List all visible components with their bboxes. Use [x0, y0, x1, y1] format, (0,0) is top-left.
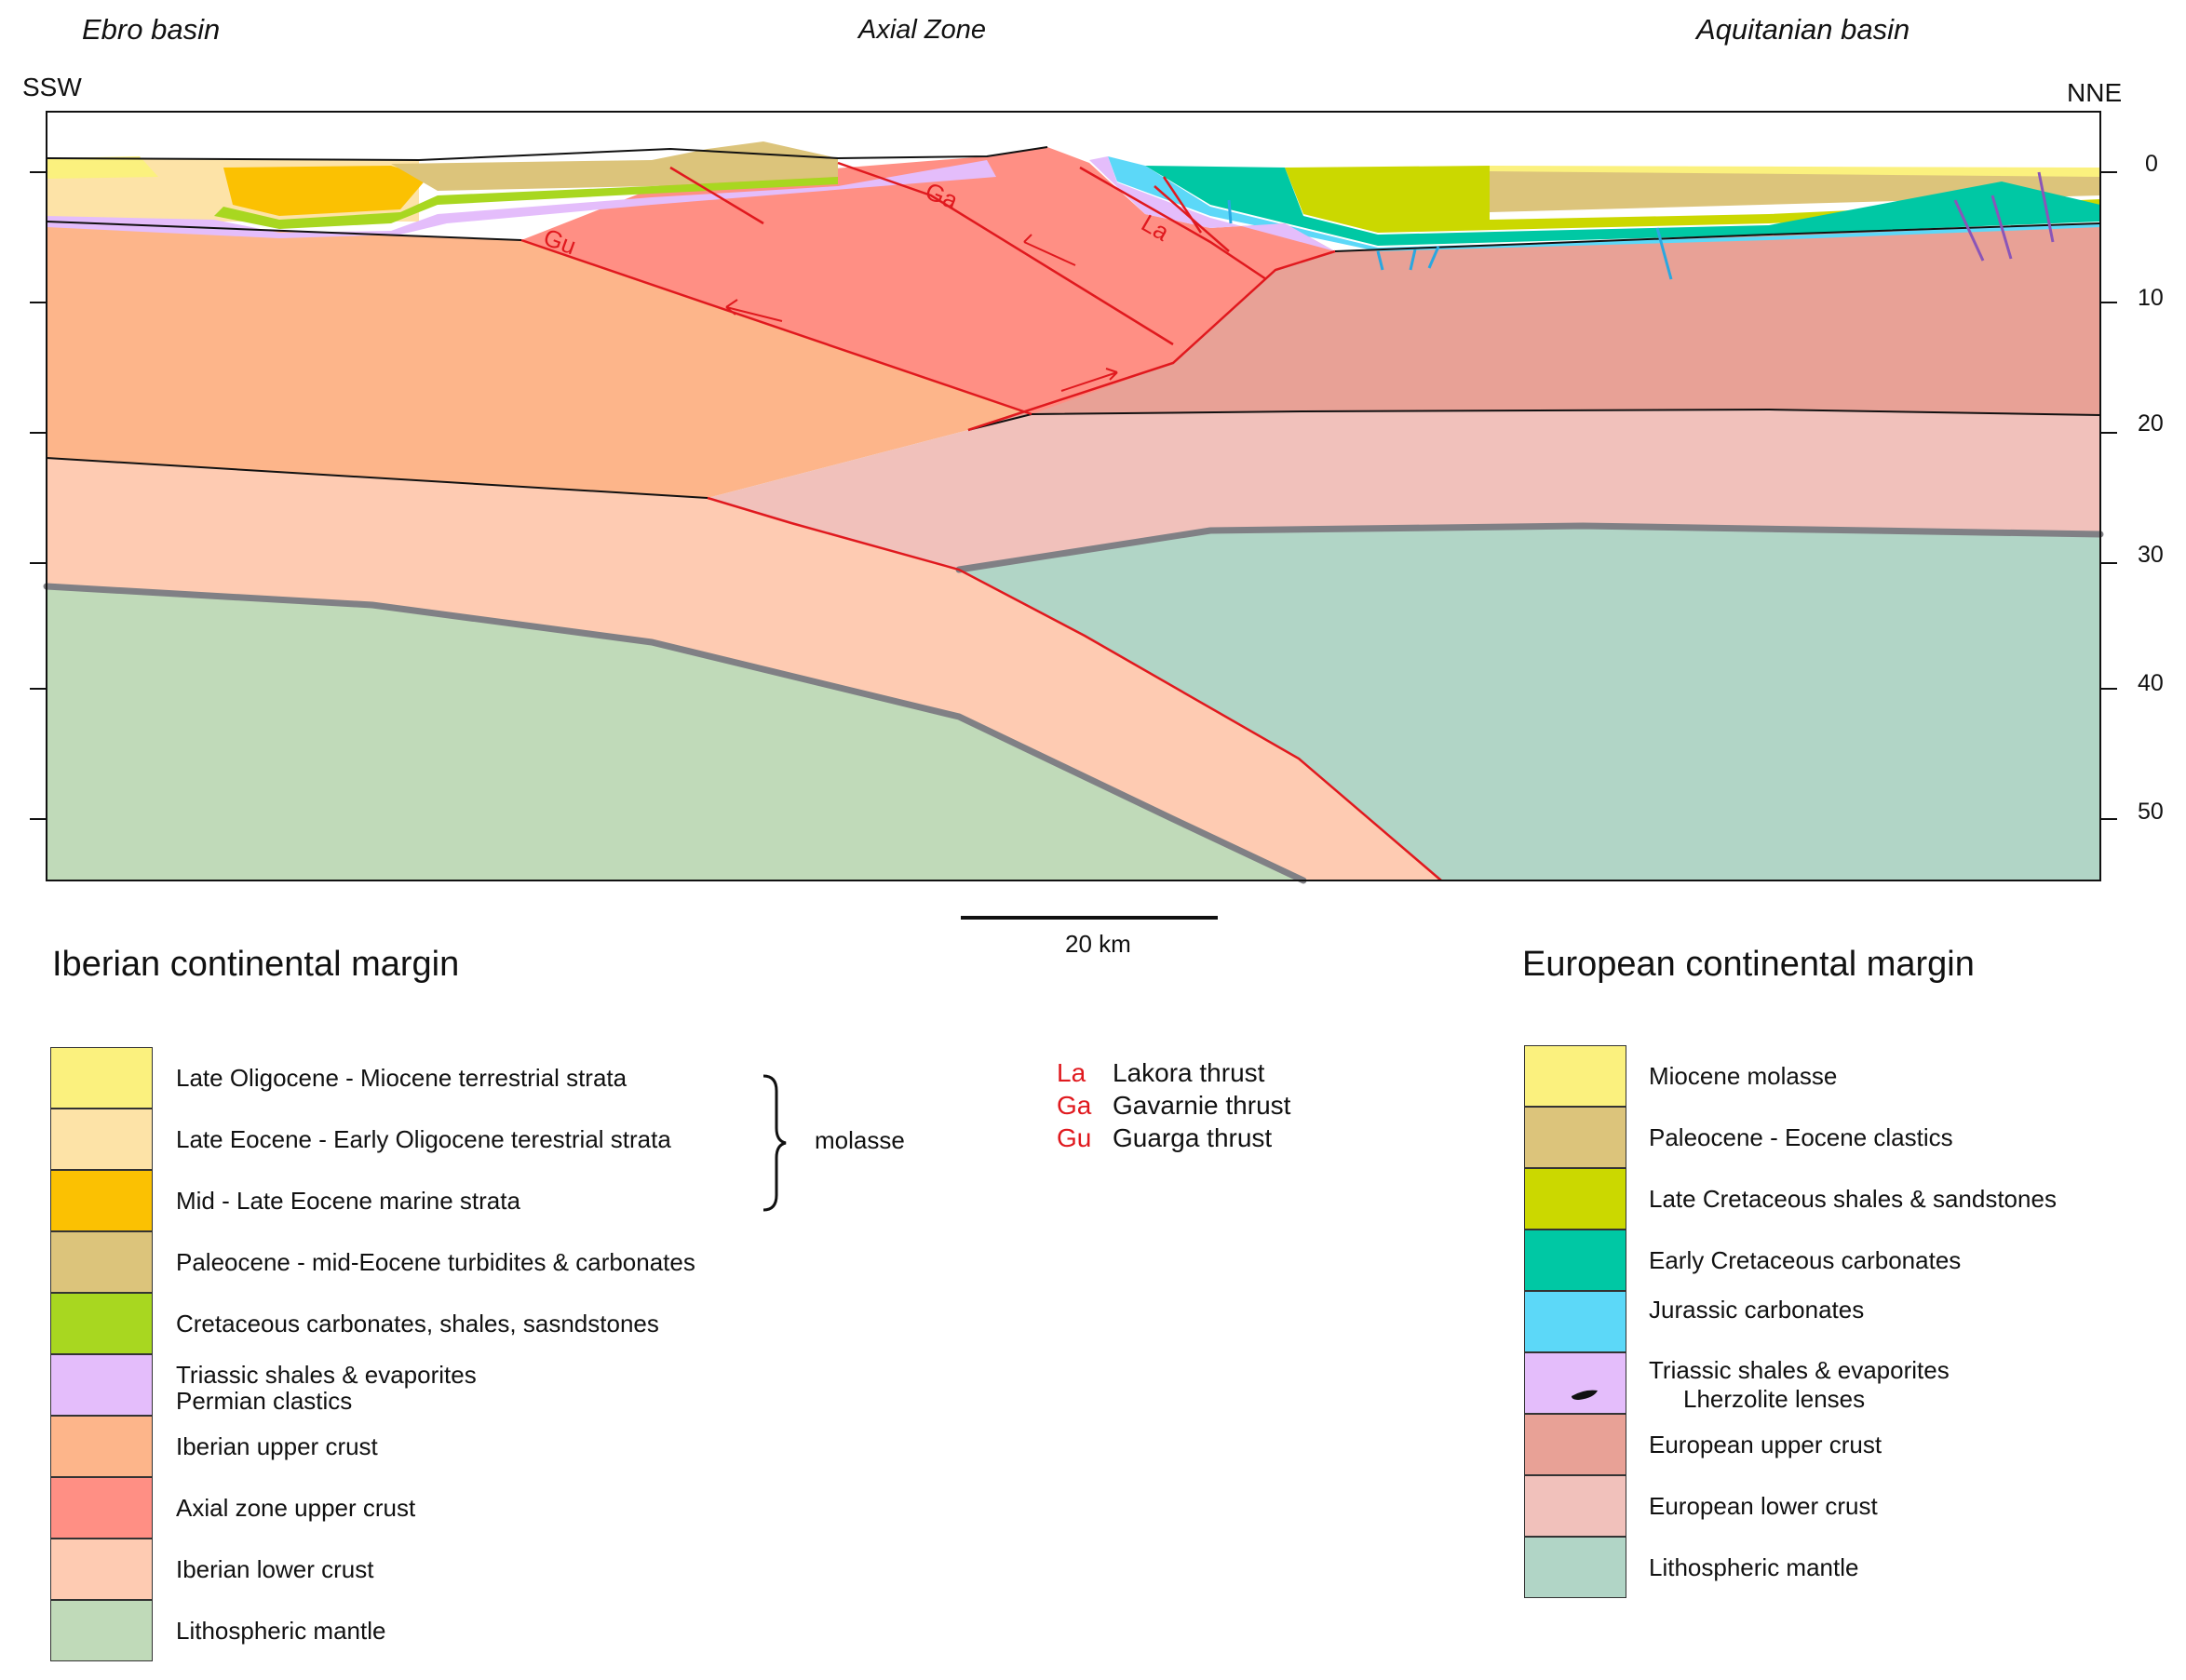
legend-label-iberian-2: Mid - Late Eocene marine strata: [176, 1187, 520, 1215]
legend-label-european-6: European upper crust: [1649, 1431, 1882, 1458]
thrust-abbr-ga: Ga: [1057, 1091, 1092, 1120]
swatch-iberian-1: [50, 1109, 153, 1170]
purple-faults: [1953, 171, 2055, 262]
depth-tick-30: 30: [2138, 542, 2164, 568]
swatch-iberian-6: [50, 1416, 153, 1477]
swatch-european-0: [1524, 1045, 1626, 1107]
swatch-european-7: [1524, 1475, 1626, 1537]
region-label-axial: Axial Zone: [858, 15, 987, 45]
legend-label-european-1: Paleocene - Eocene clastics: [1649, 1123, 1953, 1151]
legend-label-iberian-6: Iberian upper crust: [176, 1432, 378, 1460]
european-cover-early-cretaceous: [1145, 166, 2100, 246]
molasse-bracket: [762, 1074, 787, 1212]
legend-label-iberian-9: Lithospheric mantle: [176, 1617, 386, 1645]
scale-bar-label: 20 km: [1065, 930, 1131, 958]
section-frame: [46, 111, 2101, 881]
european-cover-paleocene: [1490, 169, 2100, 212]
european-lithospheric-mantle: [959, 526, 2100, 880]
european-cover-triassic: [1089, 156, 1335, 251]
legend-label-european-7: European lower crust: [1649, 1492, 1878, 1520]
slab-fault: [707, 496, 1442, 881]
iberian-cover-cretaceous: [214, 177, 838, 229]
european-cover-miocene: [1490, 166, 2100, 177]
legend-label-european-2: Late Cretaceous shales & sandstones: [1649, 1185, 2057, 1213]
legend-label-iberian-3: Paleocene - mid-Eocene turbidites & carb…: [176, 1248, 695, 1276]
swatch-iberian-0: [50, 1047, 153, 1109]
swatch-iberian-3: [50, 1231, 153, 1293]
molasse-label: molasse: [815, 1126, 905, 1154]
swatch-european-1: [1524, 1107, 1626, 1168]
legend-label-iberian-5: Triassic shales & evaporites: [176, 1361, 477, 1389]
legend-label-european-5: Triassic shales & evaporites: [1649, 1356, 1950, 1384]
swatch-european-8: [1524, 1537, 1626, 1598]
depth-tick-20: 20: [2138, 410, 2164, 437]
thrust-abbr-gu: Gu: [1057, 1123, 1092, 1152]
layer-boundaries: [46, 146, 2101, 499]
lherzolite-lens-icon: [1572, 1390, 1598, 1400]
depth-tick-0: 0: [2145, 151, 2158, 177]
legend-label-iberian-5b: Permian clastics: [176, 1387, 353, 1415]
swatch-iberian-8: [50, 1539, 153, 1600]
swatch-european-6: [1524, 1414, 1626, 1475]
subduction-fault: [967, 249, 1336, 432]
region-label-aquitanian: Aquitanian basin: [1696, 13, 1910, 46]
swatch-european-5: [1524, 1352, 1626, 1414]
legend-label-iberian-0: Late Oligocene - Miocene terrestrial str…: [176, 1064, 627, 1092]
thrust-abbr-la: La: [1057, 1058, 1086, 1087]
faults: [520, 161, 1442, 881]
iberian-cover-paleocene: [391, 141, 838, 191]
legend-label-iberian-1: Late Eocene - Early Oligocene terestrial…: [176, 1125, 671, 1153]
depth-tick-50: 50: [2138, 799, 2164, 825]
legend-label-european-0: Miocene molasse: [1649, 1062, 1838, 1090]
guarga-thrust: [520, 238, 1032, 416]
iberian-cover-oligocene: [47, 156, 158, 179]
legend-label-iberian-7: Axial zone upper crust: [176, 1494, 416, 1522]
legend-label-european-5b: Lherzolite lenses: [1683, 1385, 1866, 1413]
thrust-name-gu: Guarga thrust: [1113, 1123, 1273, 1152]
iberian-lower-crust: [47, 458, 1441, 880]
thrust-name-la: Lakora thrust: [1113, 1058, 1265, 1087]
swatch-european-2: [1524, 1168, 1626, 1230]
depth-tick-40: 40: [2138, 670, 2164, 696]
lakora-thrust: [1079, 166, 1267, 281]
geologic-section: [47, 141, 2100, 880]
legend-label-iberian-8: Iberian lower crust: [176, 1555, 374, 1583]
swatch-iberian-4: [50, 1293, 153, 1354]
swatch-iberian-2: [50, 1170, 153, 1231]
depth-ticks: [30, 171, 2117, 820]
slip-arrows: [725, 234, 1118, 392]
iberian-cover-triassic: [47, 160, 996, 238]
swatch-iberian-9: [50, 1600, 153, 1661]
swatch-iberian-5: [50, 1354, 153, 1416]
depth-tick-10: 10: [2138, 285, 2164, 311]
iberian-cover-eocene-marine: [223, 166, 428, 216]
iberian-legend-title: Iberian continental margin: [52, 945, 460, 984]
swatch-european-3: [1524, 1230, 1626, 1291]
legend-label-iberian-4: Cretaceous carbonates, shales, sasndston…: [176, 1310, 659, 1337]
region-label-ebro: Ebro basin: [82, 13, 221, 46]
legend-label-european-8: Lithospheric mantle: [1649, 1553, 1859, 1581]
moho-lines: [43, 522, 2104, 884]
european-lower-crust: [708, 410, 2100, 570]
blue-faults: [1227, 199, 1673, 280]
orientation-left: SSW: [22, 73, 82, 101]
european-legend-title: European continental margin: [1522, 945, 1975, 984]
iberian-lithospheric-mantle: [47, 586, 1303, 880]
swatch-iberian-7: [50, 1477, 153, 1539]
swatch-european-4: [1524, 1291, 1626, 1352]
legend-label-european-4: Jurassic carbonates: [1649, 1296, 1865, 1324]
thrust-name-ga: Gavarnie thrust: [1113, 1091, 1291, 1120]
iberian-upper-crust: [47, 222, 1032, 498]
orientation-right: NNE: [2067, 78, 2123, 107]
european-upper-crust: [968, 223, 2100, 430]
legend-label-european-3: Early Cretaceous carbonates: [1649, 1246, 1962, 1274]
axial-zone-upper-crust: [521, 147, 1335, 414]
gavarnie-thrust: [837, 161, 1174, 346]
